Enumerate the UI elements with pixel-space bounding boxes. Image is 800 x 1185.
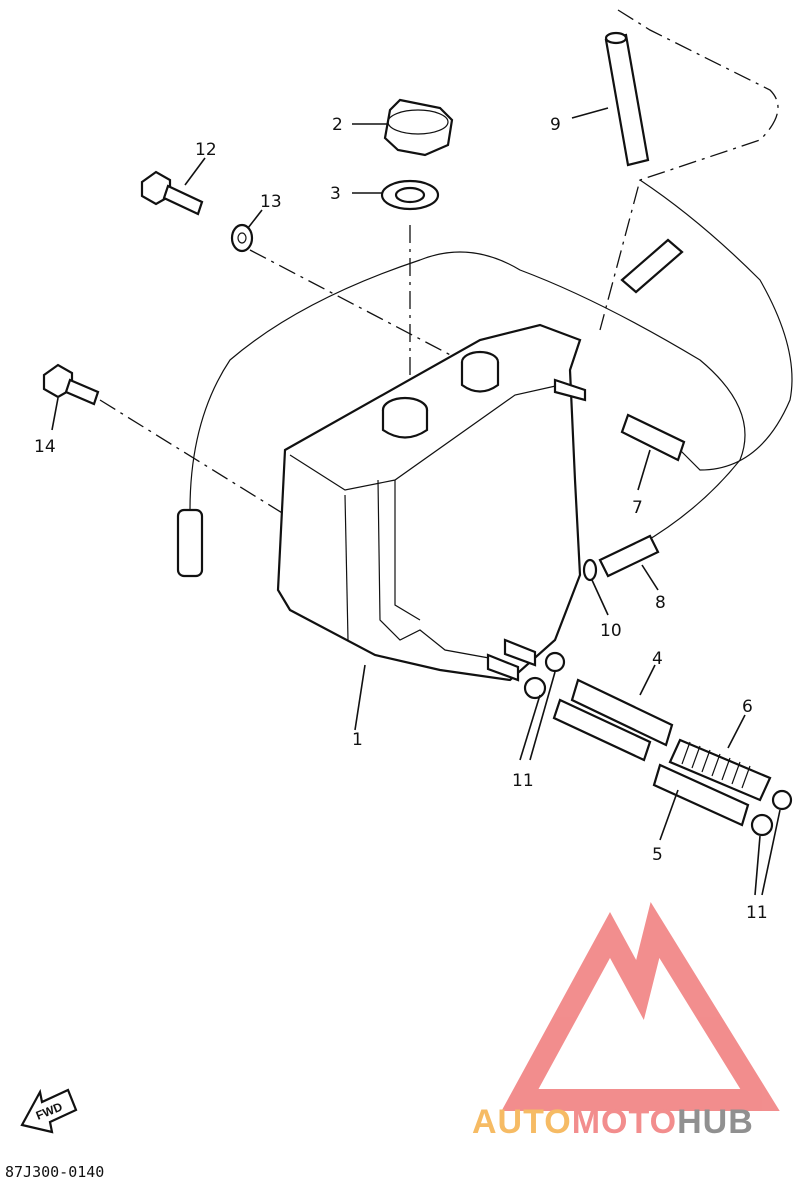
callout-9: 9 — [550, 115, 561, 135]
callout-2: 2 — [332, 115, 343, 135]
hose-segment-8 — [598, 534, 660, 578]
callout-11-left: 11 — [512, 771, 534, 791]
callout-labels: 1 2 3 4 5 6 7 8 9 10 11 11 12 13 14 — [34, 115, 768, 923]
clip-10 — [582, 558, 598, 582]
logo-triangle-icon — [501, 902, 780, 1111]
callout-1: 1 — [352, 730, 363, 750]
callout-5: 5 — [652, 845, 663, 865]
clamps-11-left — [523, 651, 566, 700]
protector-6 — [668, 738, 772, 802]
hose-4b — [552, 698, 652, 762]
hose-routes — [189, 179, 793, 546]
callout-4: 4 — [652, 649, 663, 669]
oil-tank — [276, 323, 587, 682]
gasket — [380, 179, 440, 211]
callout-6: 6 — [742, 697, 753, 717]
hose-4 — [570, 678, 674, 747]
svg-text:AUTOMOTOHUB: AUTOMOTOHUB — [472, 1103, 754, 1141]
washer-13 — [230, 223, 254, 253]
fwd-arrow-icon: FWD — [20, 1088, 78, 1134]
callout-7: 7 — [632, 498, 643, 518]
callout-8: 8 — [655, 593, 666, 613]
callout-13: 13 — [260, 192, 282, 212]
logo-text-auto: AUTO — [472, 1103, 572, 1141]
hose-segment-left — [176, 508, 204, 578]
bolt-12 — [140, 170, 204, 216]
callout-12: 12 — [195, 140, 217, 160]
bolt-14 — [42, 363, 100, 406]
callout-3: 3 — [330, 184, 341, 204]
callout-11-right: 11 — [746, 903, 768, 923]
logo-text-hub: HUB — [677, 1103, 754, 1141]
automotohub-logo: AUTOMOTOHUB — [472, 902, 780, 1141]
leader-lines — [51, 107, 781, 896]
hose-segment-top — [620, 238, 684, 294]
callout-14: 14 — [34, 437, 56, 457]
tank-cap — [383, 98, 454, 157]
hose-5 — [652, 763, 750, 827]
clamps-11-right — [750, 789, 793, 837]
logo-text-moto: MOTO — [572, 1103, 677, 1141]
callout-10: 10 — [600, 621, 622, 641]
hose-segment-7 — [620, 413, 686, 462]
vent-hose — [604, 31, 650, 167]
drawing-code: 87J300-0140 — [5, 1163, 104, 1181]
